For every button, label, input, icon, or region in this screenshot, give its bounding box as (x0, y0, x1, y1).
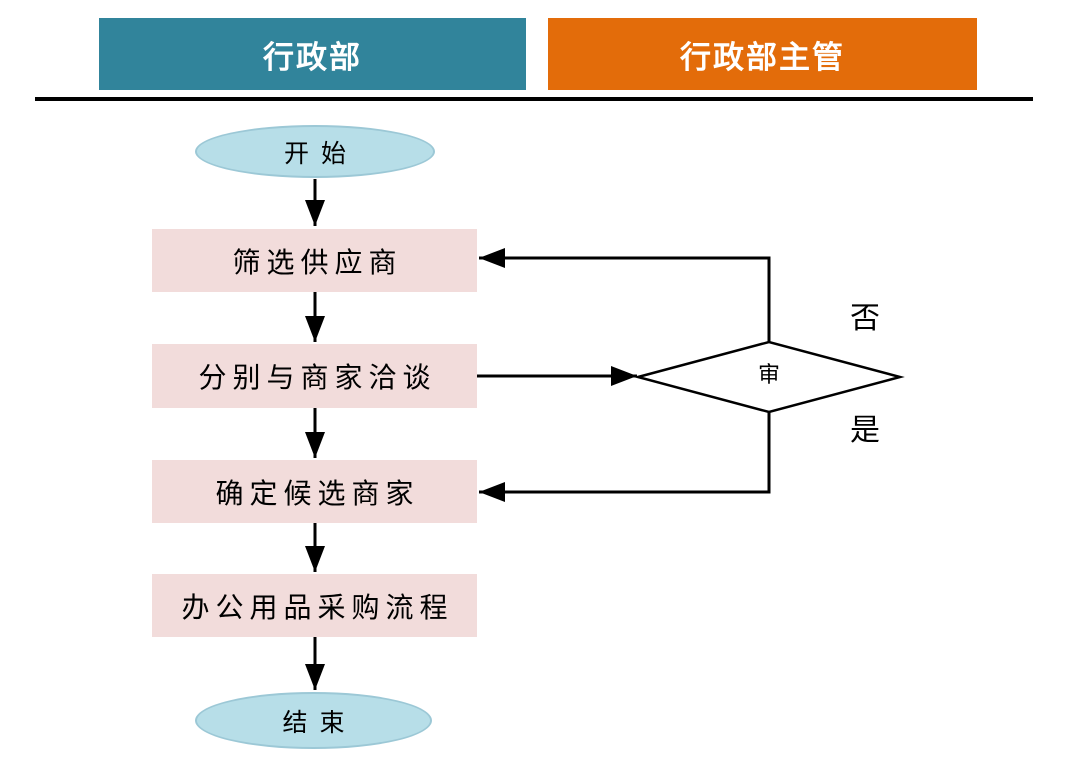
start-terminator: 开始 (195, 125, 435, 178)
lane-header-admin-supervisor: 行政部主管 (548, 18, 977, 90)
process-screen-suppliers: 筛选供应商 (152, 229, 477, 292)
branch-label-yes: 是 (850, 413, 880, 448)
process-negotiate-with-merchants: 分别与商家洽谈 (152, 344, 477, 408)
arrow-decision-yes-to-step3 (479, 412, 771, 502)
process-office-supplies-procurement: 办公用品采购流程 (152, 574, 477, 637)
branch-label-no: 否 (850, 301, 880, 336)
end-terminator: 结束 (195, 692, 432, 749)
process-confirm-candidate-merchants: 确定候选商家 (152, 460, 477, 523)
header-divider-rule (35, 97, 1033, 101)
decision-review-label: 审 (757, 363, 780, 388)
lane-header-admin-dept: 行政部 (99, 18, 526, 90)
arrow-decision-no-to-step1 (479, 248, 771, 342)
